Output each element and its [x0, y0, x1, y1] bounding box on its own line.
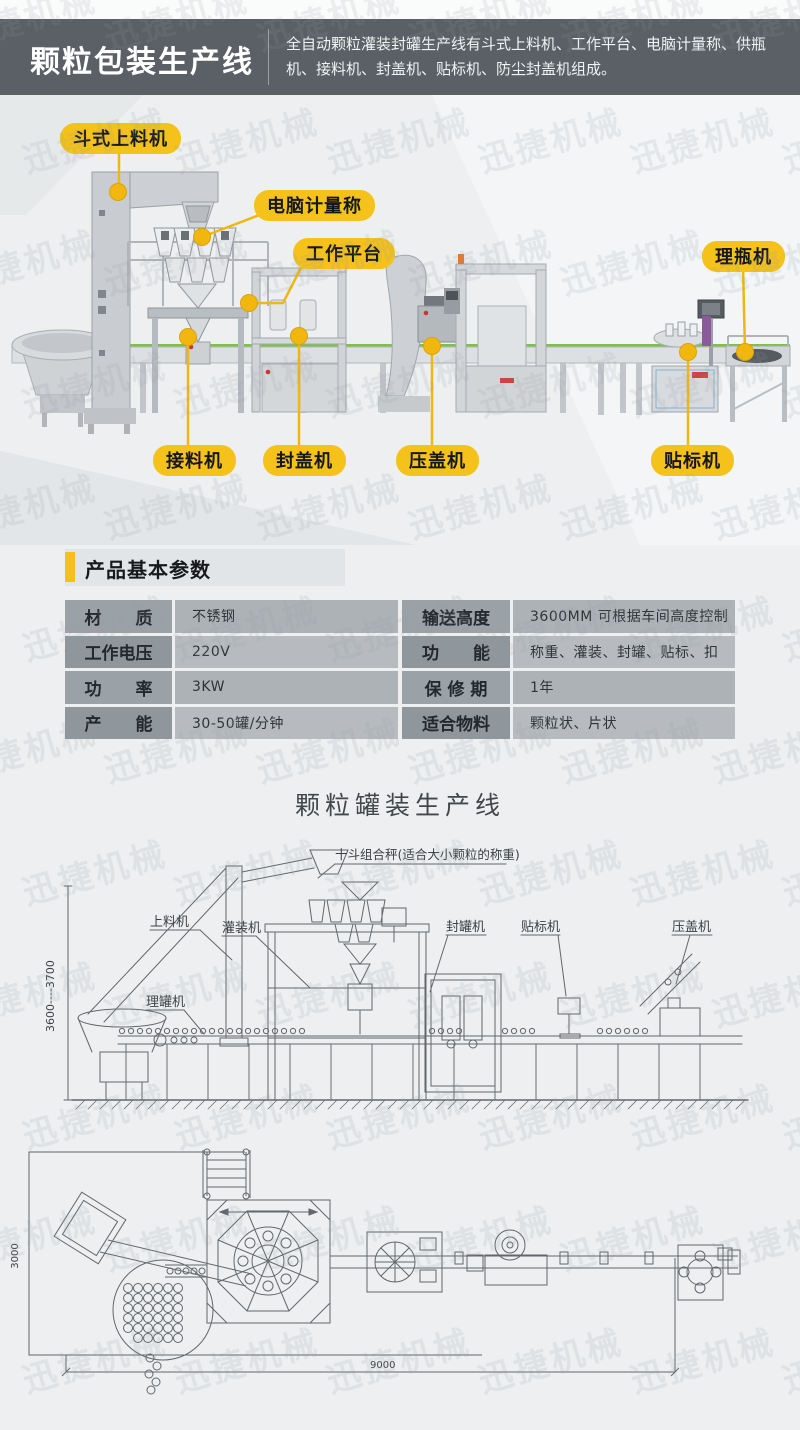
sealing-gantry — [444, 254, 547, 413]
spec-value: 称重、灌装、封罐、贴标、扣 — [513, 635, 735, 668]
conveyor-leg — [636, 363, 642, 415]
spec-label: 适合物料 — [402, 706, 510, 739]
top-strip — [0, 0, 800, 19]
cad-side-view: 3600----3700 十斗组合秤(适合大小颗粒的称重) 上料机 灌装机 理罐… — [44, 847, 749, 1110]
spec-label: 功 率 — [65, 671, 172, 704]
spec-label: 保 修 期 — [402, 671, 510, 704]
page-header: 颗粒包装生产线 全自动颗粒灌装封罐生产线有斗式上料机、工作平台、电脑计量称、供瓶… — [0, 19, 800, 95]
spec-value: 颗粒状、片状 — [513, 706, 735, 739]
cad-label-hopper-scale: 十斗组合秤(适合大小颗粒的称重) — [335, 847, 520, 862]
cad-label-feeder: 上料机 — [150, 915, 189, 930]
spec-value: 30-50罐/分钟 — [175, 706, 398, 739]
spec-title-band — [65, 549, 345, 586]
header-divider — [268, 29, 269, 85]
cad-label-capper: 压盖机 — [672, 920, 711, 935]
table-row: 功 能称重、灌装、封罐、贴标、扣 — [402, 635, 735, 668]
curved-chute — [378, 254, 430, 412]
page-title: 颗粒包装生产线 — [30, 45, 254, 80]
watermark-text: 迅捷机械 — [778, 590, 800, 670]
spec-label: 材 质 — [65, 600, 172, 633]
spec-value: 3600MM 可根据车间高度控制 — [513, 600, 735, 633]
conveyor-leg — [598, 363, 604, 415]
cad-drawing-title: 颗粒罐装生产线 — [294, 791, 505, 820]
dim-height: 3600----3700 — [44, 960, 57, 1032]
callout-bucket-loader: 斗式上料机 — [60, 123, 181, 154]
callout-bottle-arranger: 理瓶机 — [702, 241, 785, 272]
callout-work-platform: 工作平台 — [293, 238, 395, 269]
dim-length: 9000 — [370, 1360, 395, 1371]
spec-value: 不锈钢 — [175, 600, 398, 633]
callout-receiver: 接料机 — [153, 445, 236, 476]
callout-cap-presser: 压盖机 — [396, 445, 479, 476]
spec-value: 3KW — [175, 671, 398, 704]
spec-label: 功 能 — [402, 635, 510, 668]
callout-computer-scale: 电脑计量称 — [254, 190, 375, 221]
spec-section-title: 产品基本参数 — [85, 558, 211, 582]
cad-label-unscrambler: 理罐机 — [146, 995, 185, 1010]
machine-line-illustration — [11, 148, 791, 447]
callout-labeller: 贴标机 — [651, 445, 734, 476]
spec-label: 工作电压 — [65, 635, 172, 668]
spec-value: 220V — [175, 635, 398, 668]
callout-connectors — [117, 148, 747, 447]
cad-plan-view: 3000 9000 — [10, 1148, 741, 1395]
labelling-machine — [651, 299, 725, 413]
cad-label-labeller: 贴标机 — [521, 920, 560, 935]
table-row: 适合物料颗粒状、片状 — [402, 706, 735, 739]
spec-label: 产 能 — [65, 706, 172, 739]
spec-label: 输送高度 — [402, 600, 510, 633]
callout-cap-sealer: 封盖机 — [263, 445, 346, 476]
callout-dots — [109, 183, 754, 361]
multihead-weigher — [127, 205, 269, 413]
outfeed-table — [725, 335, 791, 422]
cad-label-seamer: 封罐机 — [446, 920, 485, 935]
page-description: 全自动颗粒灌装封罐生产线有斗式上料机、工作平台、电脑计量称、供瓶机、接料机、封盖… — [286, 35, 767, 78]
spec-title-bar — [65, 552, 75, 582]
dim-depth: 3000 — [10, 1243, 21, 1268]
cad-label-filler: 灌装机 — [222, 921, 261, 936]
table-row: 材 质不锈钢 — [65, 600, 398, 633]
spec-value: 1年 — [513, 671, 735, 704]
